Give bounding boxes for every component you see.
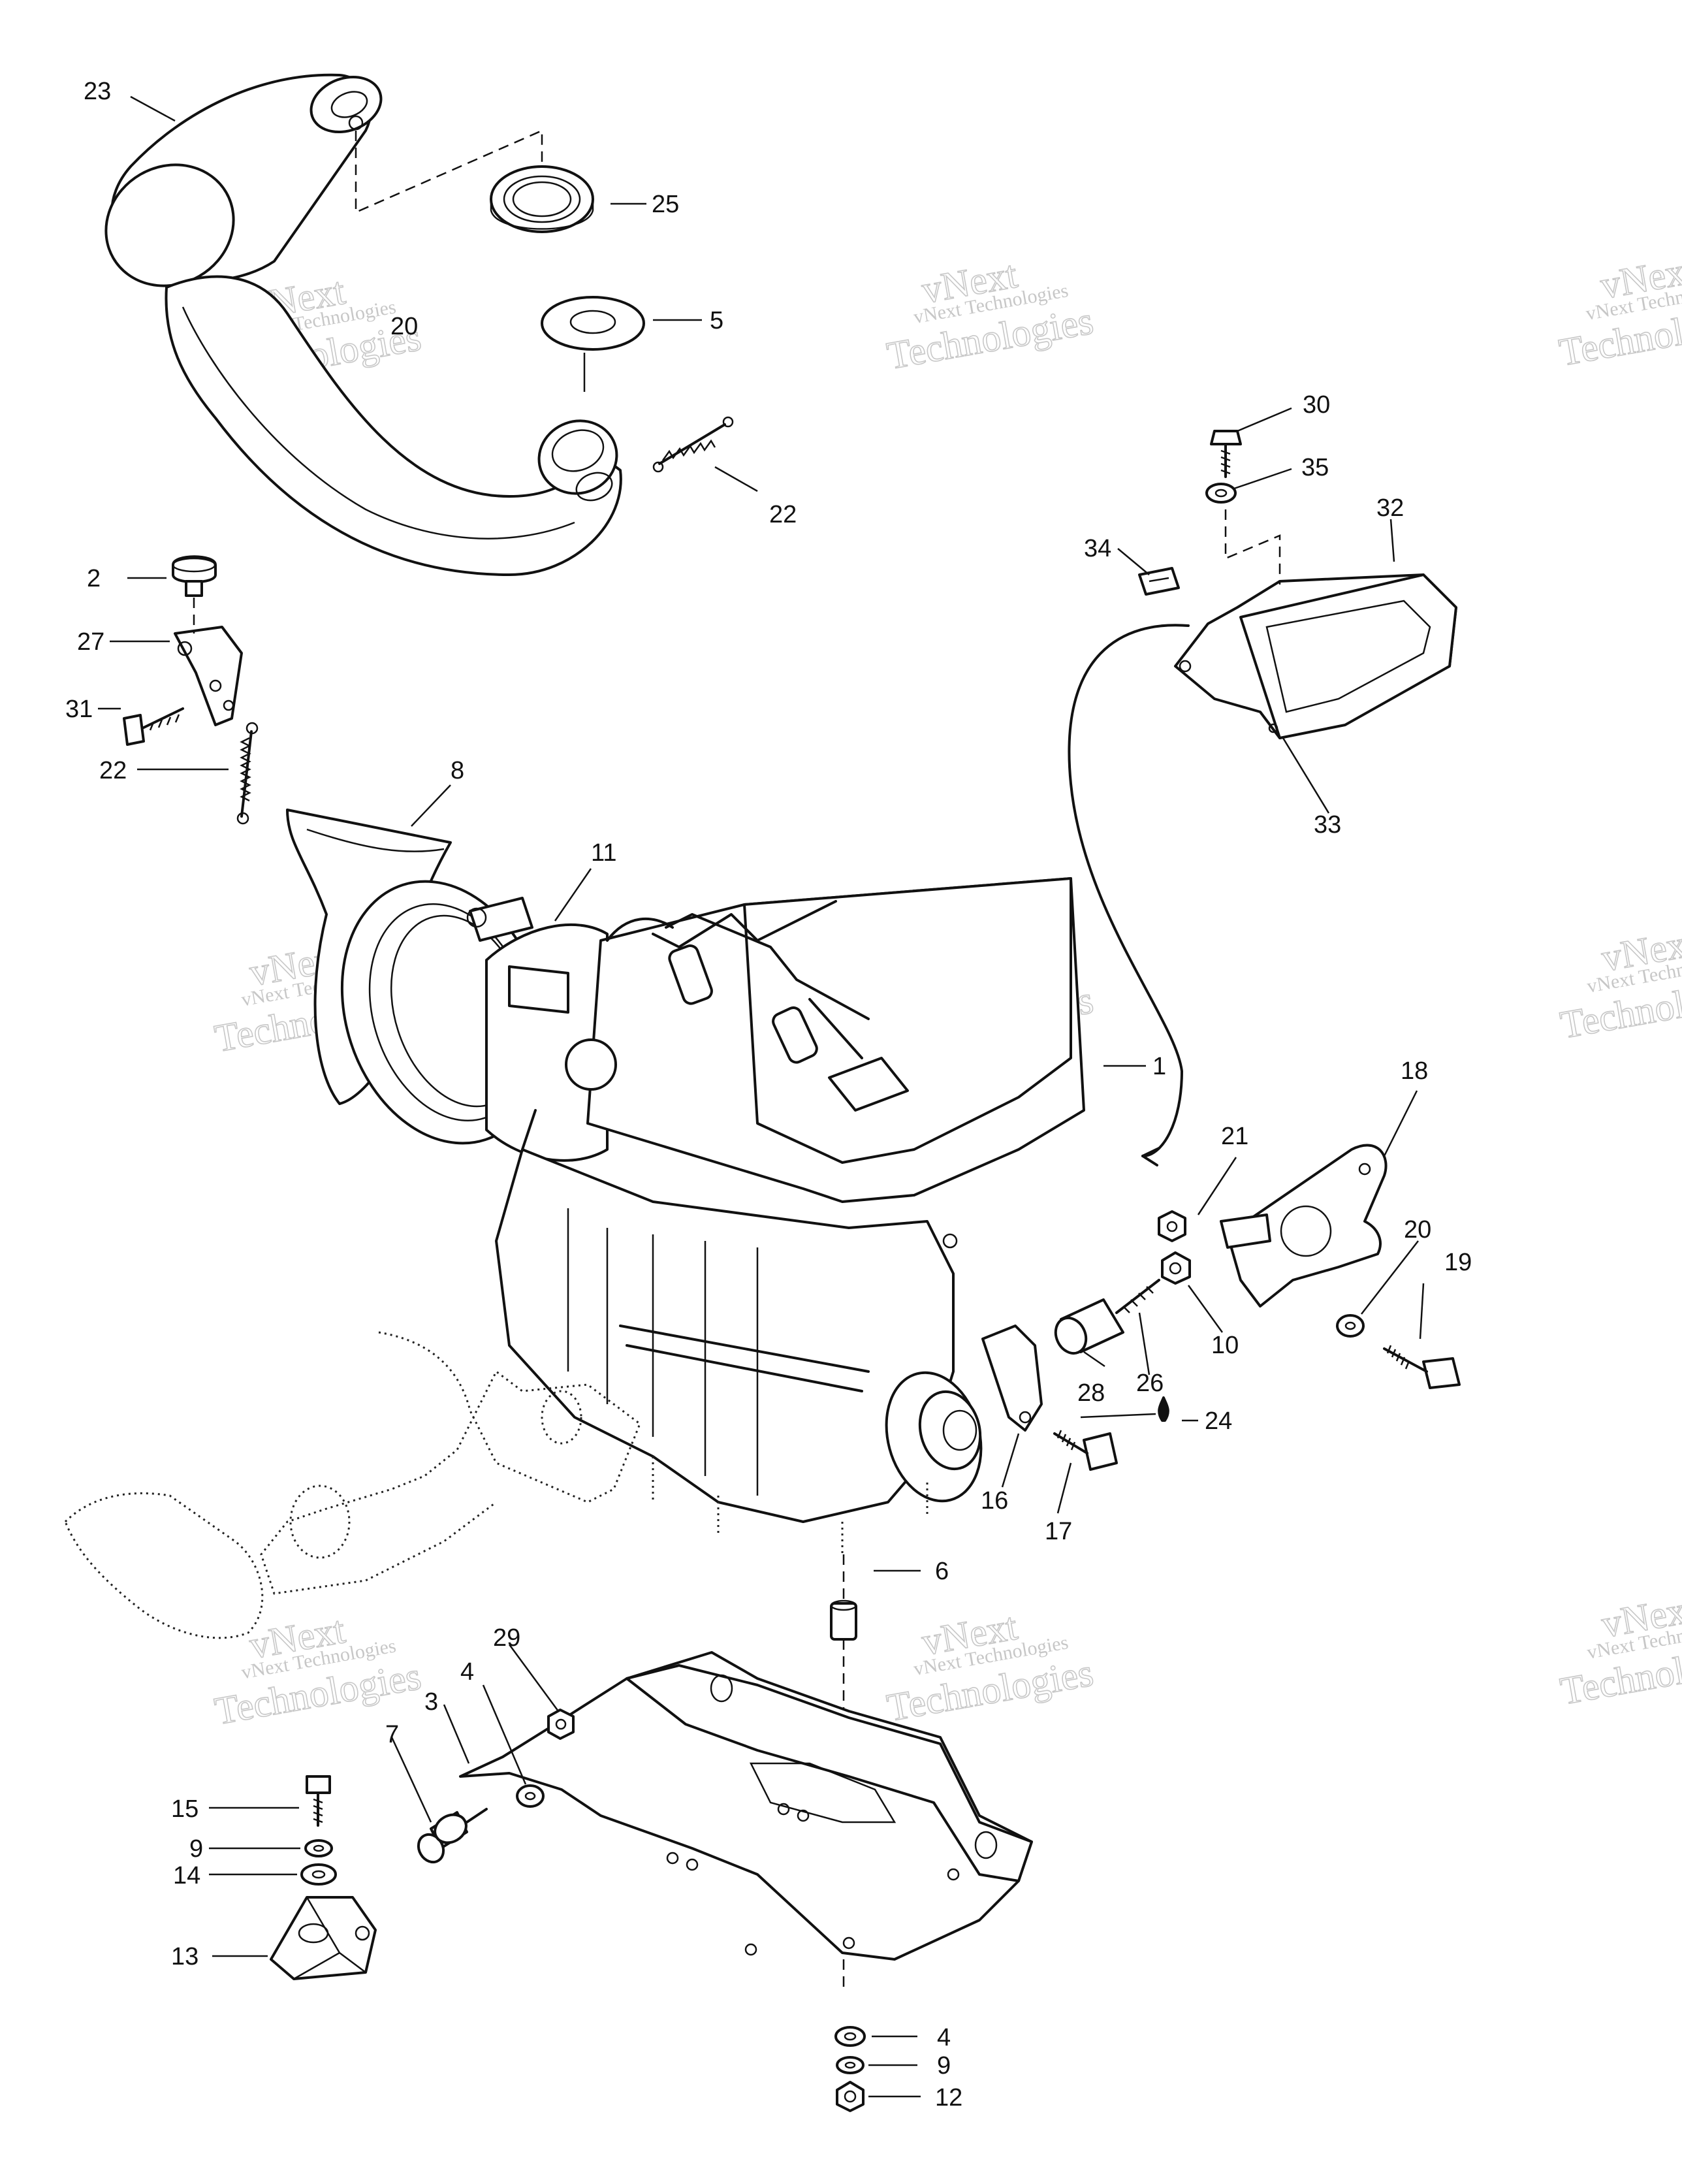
callout-5: 5 <box>710 307 723 334</box>
callout-4: 4 <box>460 1658 474 1686</box>
callout-34: 34 <box>1084 535 1111 562</box>
washer-part-20 <box>1336 1314 1365 1338</box>
callout-13: 13 <box>171 1943 198 1970</box>
callout-30: 30 <box>1303 391 1330 419</box>
callout-8: 8 <box>451 757 464 784</box>
engine-block-part-1 <box>64 877 1085 1639</box>
nut-part-29 <box>547 1709 575 1740</box>
assembly-line <box>1080 1413 1156 1419</box>
callout-14: 14 <box>173 1862 200 1889</box>
washer-part-9-upper <box>304 1839 333 1857</box>
callout-22: 22 <box>99 757 127 784</box>
callout-20: 20 <box>390 313 418 340</box>
callout-20: 20 <box>1404 1216 1431 1244</box>
callout-4: 4 <box>937 2024 951 2051</box>
bolt-part-17 <box>1053 1430 1118 1471</box>
bracket-part-27 <box>174 626 243 726</box>
callout-7: 7 <box>385 1721 399 1748</box>
mount-bracket-part-13 <box>270 1896 377 1980</box>
arrow-head <box>1141 1147 1160 1166</box>
callout-23: 23 <box>84 78 111 105</box>
bolt-part-15 <box>306 1775 331 1827</box>
rubber-mount-part-28 <box>1054 1298 1124 1355</box>
bracket-part-16 <box>981 1325 1043 1432</box>
callout-6: 6 <box>935 1558 949 1585</box>
callout-27: 27 <box>77 628 104 656</box>
nut-part-10 <box>1161 1251 1191 1285</box>
callout-10: 10 <box>1211 1332 1239 1359</box>
damper-part-7 <box>417 1808 488 1864</box>
callout-31: 31 <box>65 696 93 723</box>
callout-28: 28 <box>1077 1379 1105 1407</box>
callout-21: 21 <box>1221 1123 1248 1150</box>
exhaust-pipe-part-20 <box>165 275 622 576</box>
washer-part-14 <box>300 1863 337 1886</box>
nut-part-12 <box>836 2081 865 2112</box>
callout-32: 32 <box>1376 494 1404 522</box>
intake-silencer-part-32 <box>1174 573 1457 739</box>
bolt-part-31 <box>123 707 184 746</box>
callout-29: 29 <box>493 1624 520 1652</box>
callout-3: 3 <box>424 1688 438 1716</box>
callout-17: 17 <box>1045 1518 1072 1545</box>
sealant-part-24 <box>1158 1396 1169 1422</box>
callout-12: 12 <box>935 2084 962 2112</box>
engine-support-part-18 <box>1220 1144 1388 1308</box>
callout-16: 16 <box>981 1487 1008 1515</box>
callout-25: 25 <box>652 191 679 218</box>
callout-22: 22 <box>769 501 797 528</box>
bolt-part-19 <box>1383 1345 1461 1389</box>
callout-2: 2 <box>87 565 101 592</box>
assembly-line <box>355 129 543 214</box>
callout-35: 35 <box>1301 454 1329 481</box>
washer-part-35 <box>1205 483 1237 504</box>
hose-line <box>1068 624 1190 1157</box>
washer-part-9-lower <box>836 2056 865 2074</box>
washer-part-4-lower <box>834 2026 866 2047</box>
nut-part-21 <box>1158 1210 1186 1242</box>
engine-plate-part-3 <box>459 1651 1033 1961</box>
callout-26: 26 <box>1136 1370 1164 1397</box>
leader-lines <box>98 95 1425 2098</box>
gasket-part-5 <box>541 296 645 351</box>
seal-ring-part-25 <box>490 165 594 233</box>
callout-24: 24 <box>1205 1407 1232 1435</box>
callout-1: 1 <box>1152 1053 1166 1080</box>
stud-part-26 <box>1115 1279 1160 1314</box>
callout-labels: 23 25 20 5 22 2 27 31 22 8 11 30 35 32 3… <box>65 78 1472 2112</box>
spring-part-22-left <box>236 722 259 825</box>
spring-part-22-upper <box>652 416 734 473</box>
spacer-part-6 <box>830 1599 857 1641</box>
callout-15: 15 <box>171 1795 198 1823</box>
callout-19: 19 <box>1444 1249 1472 1276</box>
assembly-line <box>1224 509 1281 585</box>
callout-11: 11 <box>591 839 616 867</box>
washer-part-4-upper <box>516 1784 545 1808</box>
rubber-stop-part-2 <box>172 555 217 597</box>
callout-18: 18 <box>1401 1057 1428 1085</box>
screw-part-30 <box>1210 430 1242 478</box>
muffler-part-23 <box>104 73 383 287</box>
callout-9: 9 <box>189 1835 203 1863</box>
callout-9: 9 <box>937 2052 951 2080</box>
callout-33: 33 <box>1314 811 1341 839</box>
